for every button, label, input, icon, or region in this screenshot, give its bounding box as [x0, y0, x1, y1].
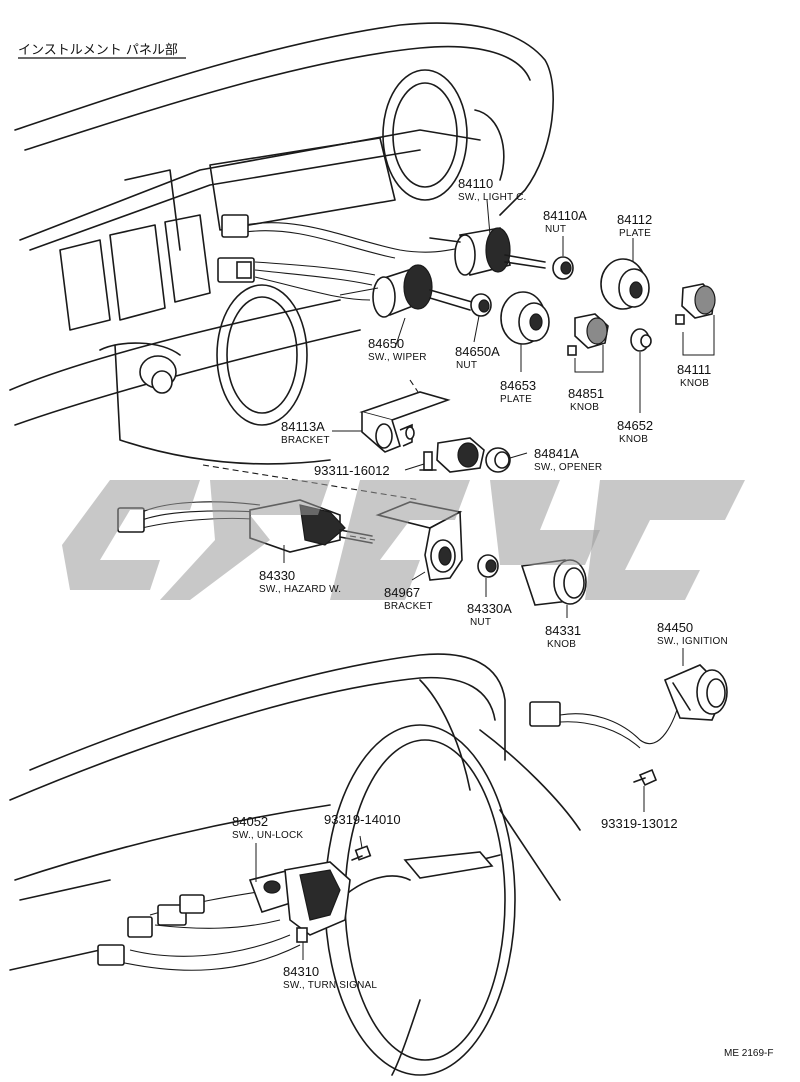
- svg-text:SW., OPENER: SW., OPENER: [534, 462, 602, 473]
- svg-text:84330A: 84330A: [467, 601, 512, 616]
- label-84111: 84111 KNOB: [677, 362, 711, 389]
- label-84310: 84310 SW., TURN SIGNAL: [283, 964, 377, 991]
- label-84112: 84112 PLATE: [617, 212, 652, 239]
- svg-text:84650A: 84650A: [455, 344, 500, 359]
- svg-text:93319-13012: 93319-13012: [601, 816, 678, 831]
- svg-text:NUT: NUT: [545, 224, 566, 235]
- svg-text:84331: 84331: [545, 623, 581, 638]
- top-small-parts: [470, 256, 716, 356]
- svg-text:SW., WIPER: SW., WIPER: [368, 352, 427, 363]
- leader-lines: [255, 199, 715, 960]
- label-84330A: 84330A NUT: [467, 601, 512, 628]
- label-84851: 84851 KNOB: [568, 386, 604, 413]
- svg-text:BRACKET: BRACKET: [281, 435, 330, 446]
- svg-text:84967: 84967: [384, 585, 420, 600]
- svg-text:84841A: 84841A: [534, 446, 579, 461]
- lower-panel-outline: [9, 653, 581, 971]
- svg-text:KNOB: KNOB: [619, 434, 648, 445]
- label-84650: 84650 SW., WIPER: [368, 336, 427, 363]
- label-84653: 84653 PLATE: [500, 378, 536, 405]
- diagram-title: インストルメント パネル部: [18, 43, 178, 58]
- svg-text:93311-16012: 93311-16012: [314, 463, 390, 478]
- svg-text:84110: 84110: [458, 176, 493, 191]
- turn-signal-switch: [97, 845, 372, 971]
- watermark-logo: [62, 480, 745, 600]
- label-84113A: 84113A BRACKET: [281, 419, 330, 446]
- svg-text:SW., HAZARD W.: SW., HAZARD W.: [259, 584, 341, 595]
- svg-text:84652: 84652: [617, 418, 653, 433]
- svg-text:SW., IGNITION: SW., IGNITION: [657, 636, 728, 647]
- svg-text:SW., UN-LOCK: SW., UN-LOCK: [232, 830, 303, 841]
- label-84110: 84110 SW., LIGHT C.: [458, 176, 527, 203]
- ignition-switch: [529, 664, 728, 787]
- svg-text:84111: 84111: [677, 362, 711, 377]
- label-93319-13012: 93319-13012: [601, 816, 678, 831]
- svg-text:84650: 84650: [368, 336, 404, 351]
- svg-text:NUT: NUT: [470, 617, 491, 628]
- svg-text:PLATE: PLATE: [619, 228, 651, 239]
- svg-text:84113A: 84113A: [281, 419, 325, 434]
- svg-text:84052: 84052: [232, 814, 268, 829]
- svg-text:NUT: NUT: [456, 360, 477, 371]
- light-control-switch: [217, 214, 546, 301]
- svg-text:PLATE: PLATE: [500, 394, 532, 405]
- svg-text:84112: 84112: [617, 212, 652, 227]
- figure-reference: ME 2169-F: [724, 1048, 773, 1059]
- label-93311-16012: 93311-16012: [314, 463, 390, 478]
- label-84841A: 84841A SW., OPENER: [534, 446, 602, 473]
- label-84331: 84331 KNOB: [545, 623, 581, 650]
- bracket-84113A: [359, 391, 451, 453]
- svg-text:84110A: 84110A: [543, 208, 587, 223]
- label-84052: 84052 SW., UN-LOCK: [232, 814, 303, 841]
- svg-text:KNOB: KNOB: [680, 378, 709, 389]
- opener-switch: [419, 437, 511, 473]
- label-93319-14010: 93319-14010: [324, 812, 401, 827]
- label-84967: 84967 BRACKET: [384, 585, 433, 612]
- label-84652: 84652 KNOB: [617, 418, 653, 445]
- svg-text:84851: 84851: [568, 386, 604, 401]
- label-84450: 84450 SW., IGNITION: [657, 620, 728, 647]
- instrument-panel-outline: [9, 22, 554, 465]
- svg-text:BRACKET: BRACKET: [384, 601, 433, 612]
- svg-text:SW., LIGHT C.: SW., LIGHT C.: [458, 192, 527, 203]
- svg-text:84653: 84653: [500, 378, 536, 393]
- svg-text:84310: 84310: [283, 964, 319, 979]
- label-84330: 84330 SW., HAZARD W.: [259, 568, 341, 595]
- svg-text:KNOB: KNOB: [570, 402, 599, 413]
- wiper-switch: [339, 264, 473, 318]
- steering-wheel: [324, 724, 516, 1076]
- svg-text:SW., TURN SIGNAL: SW., TURN SIGNAL: [283, 980, 377, 991]
- label-84110A: 84110A NUT: [543, 208, 587, 235]
- svg-text:93319-14010: 93319-14010: [324, 812, 401, 827]
- svg-text:KNOB: KNOB: [547, 639, 576, 650]
- svg-text:84450: 84450: [657, 620, 693, 635]
- svg-text:84330: 84330: [259, 568, 295, 583]
- label-84650A: 84650A NUT: [455, 344, 500, 371]
